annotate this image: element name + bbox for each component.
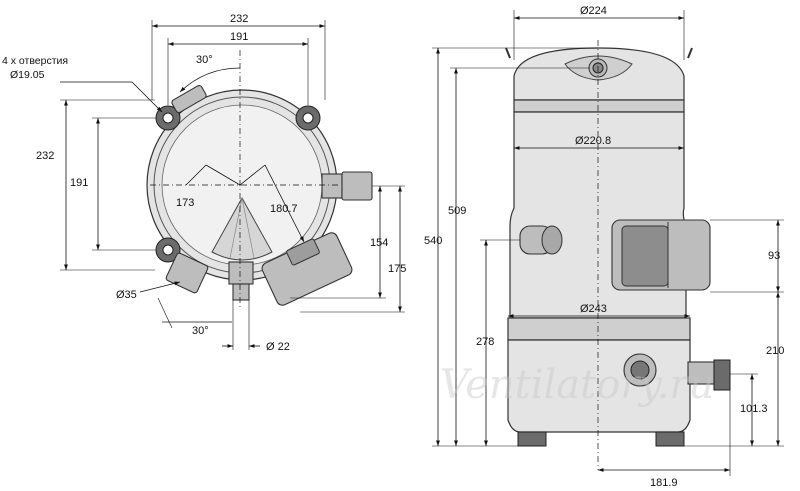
dim-top-overall-height: 232	[36, 150, 54, 162]
dim-top-radius-left: 173	[176, 197, 194, 209]
holes-label-count: 4 х отверстия	[2, 55, 68, 67]
dim-side-height-509: 509	[448, 205, 466, 217]
holes-label-diameter: Ø19.05	[10, 69, 45, 81]
side-view-dome	[505, 47, 693, 101]
side-fitting-right	[321, 171, 373, 201]
dim-top-fitting-diameter: Ø35	[116, 289, 137, 301]
dim-side-top-diameter: Ø224	[580, 5, 607, 17]
top-view	[60, 20, 405, 350]
dim-top-bolt-height: 191	[70, 177, 88, 189]
dim-top-bolt-width: 191	[230, 31, 248, 43]
side-view-sight-glass	[623, 353, 657, 387]
dim-side-box-height: 93	[768, 250, 780, 262]
dim-side-height-540: 540	[424, 235, 442, 247]
dim-side-height-278: 278	[476, 336, 494, 348]
dim-side-shell-diameter: Ø220.8	[575, 135, 611, 147]
watermark: Ventilatory.ru	[440, 362, 714, 408]
side-view-terminal-box	[611, 219, 711, 291]
dim-side-base-diameter: Ø243	[580, 303, 607, 315]
dim-top-tube-diameter: Ø 22	[266, 341, 290, 353]
tube-fitting-bottom	[228, 261, 254, 301]
dim-top-offset-175: 175	[388, 263, 406, 275]
dim-side-offset-181: 181.9	[650, 477, 678, 489]
side-view	[432, 10, 784, 476]
dim-top-offset-154: 154	[370, 237, 388, 249]
mounting-lug-top-right	[295, 105, 321, 131]
dim-top-angle-bottom: 30°	[192, 325, 209, 337]
dim-top-angle-top: 30°	[196, 54, 213, 66]
dim-top-radius-right: 180.7	[270, 203, 298, 215]
dim-top-overall-width: 232	[230, 13, 248, 25]
dim-side-height-210: 210	[766, 345, 784, 357]
side-view-suction-stub	[519, 225, 563, 255]
dim-side-height-101: 101.3	[740, 403, 768, 415]
side-view-feet	[517, 431, 685, 447]
suction-fitting-top	[171, 84, 207, 114]
side-view-right-fitting	[687, 359, 731, 391]
terminal-box	[261, 232, 353, 306]
